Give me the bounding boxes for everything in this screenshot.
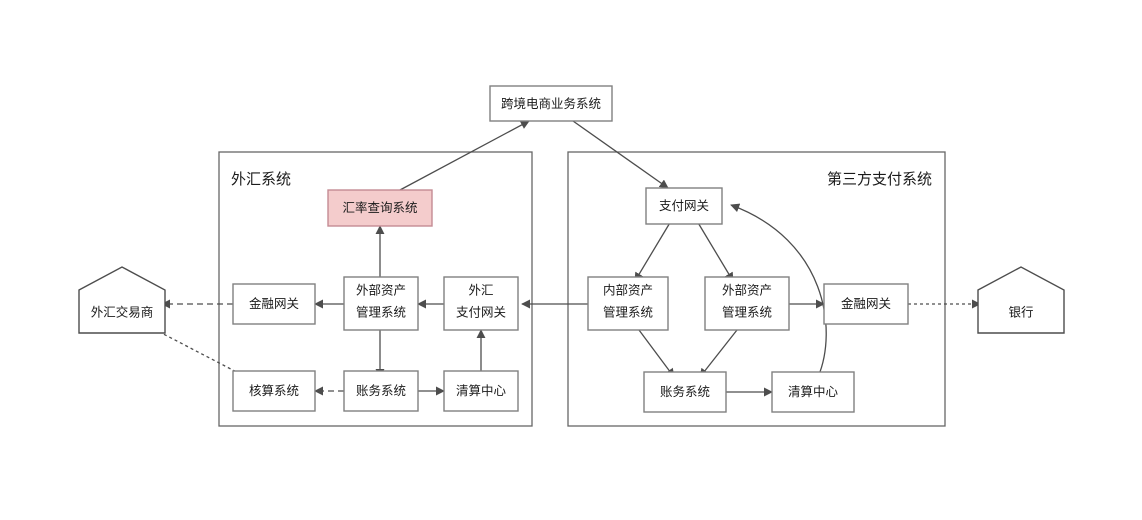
- node-tp-clearing-center-label: 清算中心: [788, 384, 839, 399]
- edge-tp-payment-gateway-to-tp-internal-asset: [634, 220, 672, 282]
- node-fx-payment-gateway[interactable]: 外汇 支付网关: [443, 276, 519, 331]
- node-fx-accounting-check-system-box[interactable]: [232, 370, 316, 412]
- node-tp-clearing-center[interactable]: 清算中心: [771, 371, 855, 413]
- node-fx-bookkeeping-system-label: 账务系统: [356, 383, 406, 398]
- node-tp-payment-gateway[interactable]: 支付网关: [645, 187, 723, 225]
- node-tp-external-asset-management[interactable]: 外部资产 管理系统: [704, 276, 790, 331]
- node-fx-clearing-center-box[interactable]: [443, 370, 519, 412]
- edge-top-business-to-tp-payment-gateway: [572, 120, 669, 189]
- node-fx-clearing-center[interactable]: 清算中心: [443, 370, 519, 412]
- group-fx-system: 外汇系统: [218, 151, 533, 427]
- node-top-business-system-box[interactable]: [489, 85, 613, 122]
- node-fx-external-asset-management-label-line2: 管理系统: [356, 304, 406, 319]
- node-fx-rate-query-system-box[interactable]: [327, 189, 433, 227]
- node-fx-bookkeeping-system[interactable]: 账务系统: [343, 370, 419, 412]
- actor-bank[interactable]: 银行: [977, 266, 1065, 334]
- group-fx-system-title: 外汇系统: [231, 171, 291, 188]
- node-fx-external-asset-management[interactable]: 外部资产 管理系统: [343, 276, 419, 331]
- node-fx-payment-gateway-label-line2: 支付网关: [456, 305, 506, 319]
- edge-fx-rate-query-to-top-business: [399, 120, 530, 191]
- node-tp-financial-gateway[interactable]: 金融网关: [823, 283, 909, 325]
- node-tp-internal-asset-management-label-line1: 内部资产: [603, 282, 653, 297]
- node-tp-external-asset-management-label-line1: 外部资产: [722, 282, 772, 297]
- node-tp-bookkeeping-system[interactable]: 账务系统: [643, 371, 727, 413]
- edge-tp-clearing-center-to-tp-payment-gateway: [730, 203, 827, 378]
- node-fx-bookkeeping-system-box[interactable]: [343, 370, 419, 412]
- node-tp-financial-gateway-box[interactable]: [823, 283, 909, 325]
- node-tp-internal-asset-management-label-line2: 管理系统: [603, 304, 653, 319]
- group-third-party-payment-system: 第三方支付系统: [567, 151, 946, 427]
- node-fx-external-asset-management-label-line1: 外部资产: [356, 282, 406, 297]
- group-third-party-payment-system-title: 第三方支付系统: [827, 170, 932, 188]
- node-fx-accounting-check-system[interactable]: 核算系统: [232, 370, 316, 412]
- node-fx-payment-gateway-box[interactable]: [443, 276, 519, 331]
- actor-bank-shape[interactable]: [977, 266, 1065, 334]
- group-fx-system-border: [218, 151, 533, 427]
- node-top-business-system[interactable]: 跨境电商业务系统: [489, 85, 613, 122]
- actor-fx-dealer-shape[interactable]: [78, 266, 166, 334]
- node-tp-financial-gateway-label: 金融网关: [841, 296, 891, 311]
- node-tp-payment-gateway-box[interactable]: [645, 187, 723, 225]
- node-fx-clearing-center-label: 清算中心: [456, 383, 507, 398]
- node-fx-rate-query-system-label: 汇率查询系统: [342, 200, 417, 215]
- node-fx-accounting-check-system-label: 核算系统: [249, 383, 299, 398]
- edge-tp-internal-asset-to-tp-bookkeeping: [638, 329, 675, 378]
- edge-tp-payment-gateway-to-tp-external-asset: [696, 220, 734, 282]
- node-tp-internal-asset-management[interactable]: 内部资产 管理系统: [587, 276, 669, 331]
- node-tp-bookkeeping-system-label: 账务系统: [660, 384, 710, 399]
- node-tp-bookkeeping-system-box[interactable]: [643, 371, 727, 413]
- node-fx-payment-gateway-label-line1: 外汇: [468, 283, 493, 297]
- edge-fx-dealer-to-fx-accounting-check: [147, 325, 251, 380]
- actor-fx-dealer-label: 外汇交易商: [91, 304, 154, 319]
- node-fx-financial-gateway-box[interactable]: [232, 283, 316, 325]
- node-fx-financial-gateway-label: 金融网关: [249, 296, 299, 311]
- node-tp-clearing-center-box[interactable]: [771, 371, 855, 413]
- node-fx-external-asset-management-box[interactable]: [343, 276, 419, 331]
- actor-fx-dealer[interactable]: 外汇交易商: [78, 266, 166, 334]
- group-third-party-payment-system-border: [567, 151, 946, 427]
- node-tp-payment-gateway-label: 支付网关: [659, 199, 709, 213]
- edge-tp-external-asset-to-tp-bookkeeping: [699, 329, 738, 378]
- node-tp-external-asset-management-box[interactable]: [704, 276, 790, 331]
- node-tp-external-asset-management-label-line2: 管理系统: [722, 304, 772, 319]
- node-top-business-system-label: 跨境电商业务系统: [501, 96, 601, 111]
- node-fx-rate-query-system[interactable]: 汇率查询系统: [327, 189, 433, 227]
- node-tp-internal-asset-management-box[interactable]: [587, 276, 669, 331]
- actor-bank-label: 银行: [1008, 305, 1033, 319]
- node-fx-financial-gateway[interactable]: 金融网关: [232, 283, 316, 325]
